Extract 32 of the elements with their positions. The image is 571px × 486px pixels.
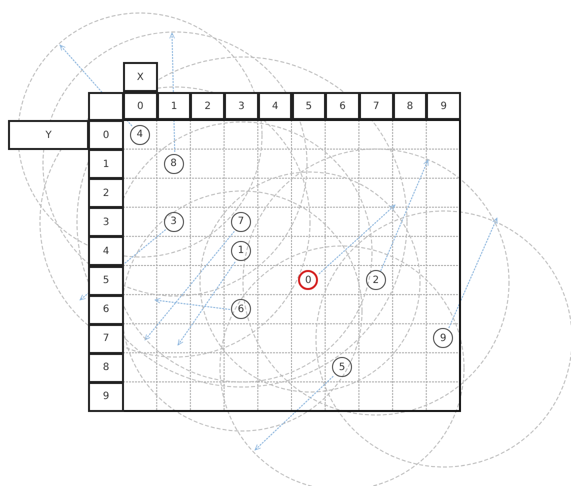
column-header: 3	[224, 92, 259, 120]
row-header: 3	[88, 207, 124, 238]
row-header: 1	[88, 149, 124, 180]
column-header: 0	[123, 92, 158, 120]
point-marker: 0	[298, 270, 318, 290]
column-header: 5	[292, 92, 326, 120]
point-marker: 6	[230, 299, 251, 320]
column-header: 7	[358, 92, 394, 120]
column-header: 1	[156, 92, 192, 120]
column-header: 8	[392, 92, 428, 120]
column-header: 9	[426, 92, 461, 120]
column-header: 6	[325, 92, 360, 120]
point-marker: 5	[332, 357, 352, 378]
point-marker: 2	[366, 270, 386, 290]
row-header: 6	[88, 294, 124, 325]
column-header: 4	[258, 92, 292, 120]
row-header: 9	[88, 382, 124, 412]
column-header: 2	[190, 92, 226, 120]
row-header: 4	[88, 236, 124, 266]
point-marker: 1	[230, 240, 251, 261]
row-header: 2	[88, 178, 124, 208]
row-header: 7	[88, 324, 124, 354]
row-header: 0	[88, 120, 124, 150]
point-marker: 4	[130, 124, 150, 145]
point-marker: 7	[230, 212, 251, 232]
axis-label: Y	[8, 120, 89, 150]
point-marker: 9	[433, 328, 454, 348]
point-marker: 3	[164, 212, 184, 232]
row-header: 5	[88, 266, 124, 296]
axis-label: X	[123, 62, 158, 92]
row-header: 8	[88, 352, 124, 383]
point-marker: 8	[164, 154, 184, 174]
